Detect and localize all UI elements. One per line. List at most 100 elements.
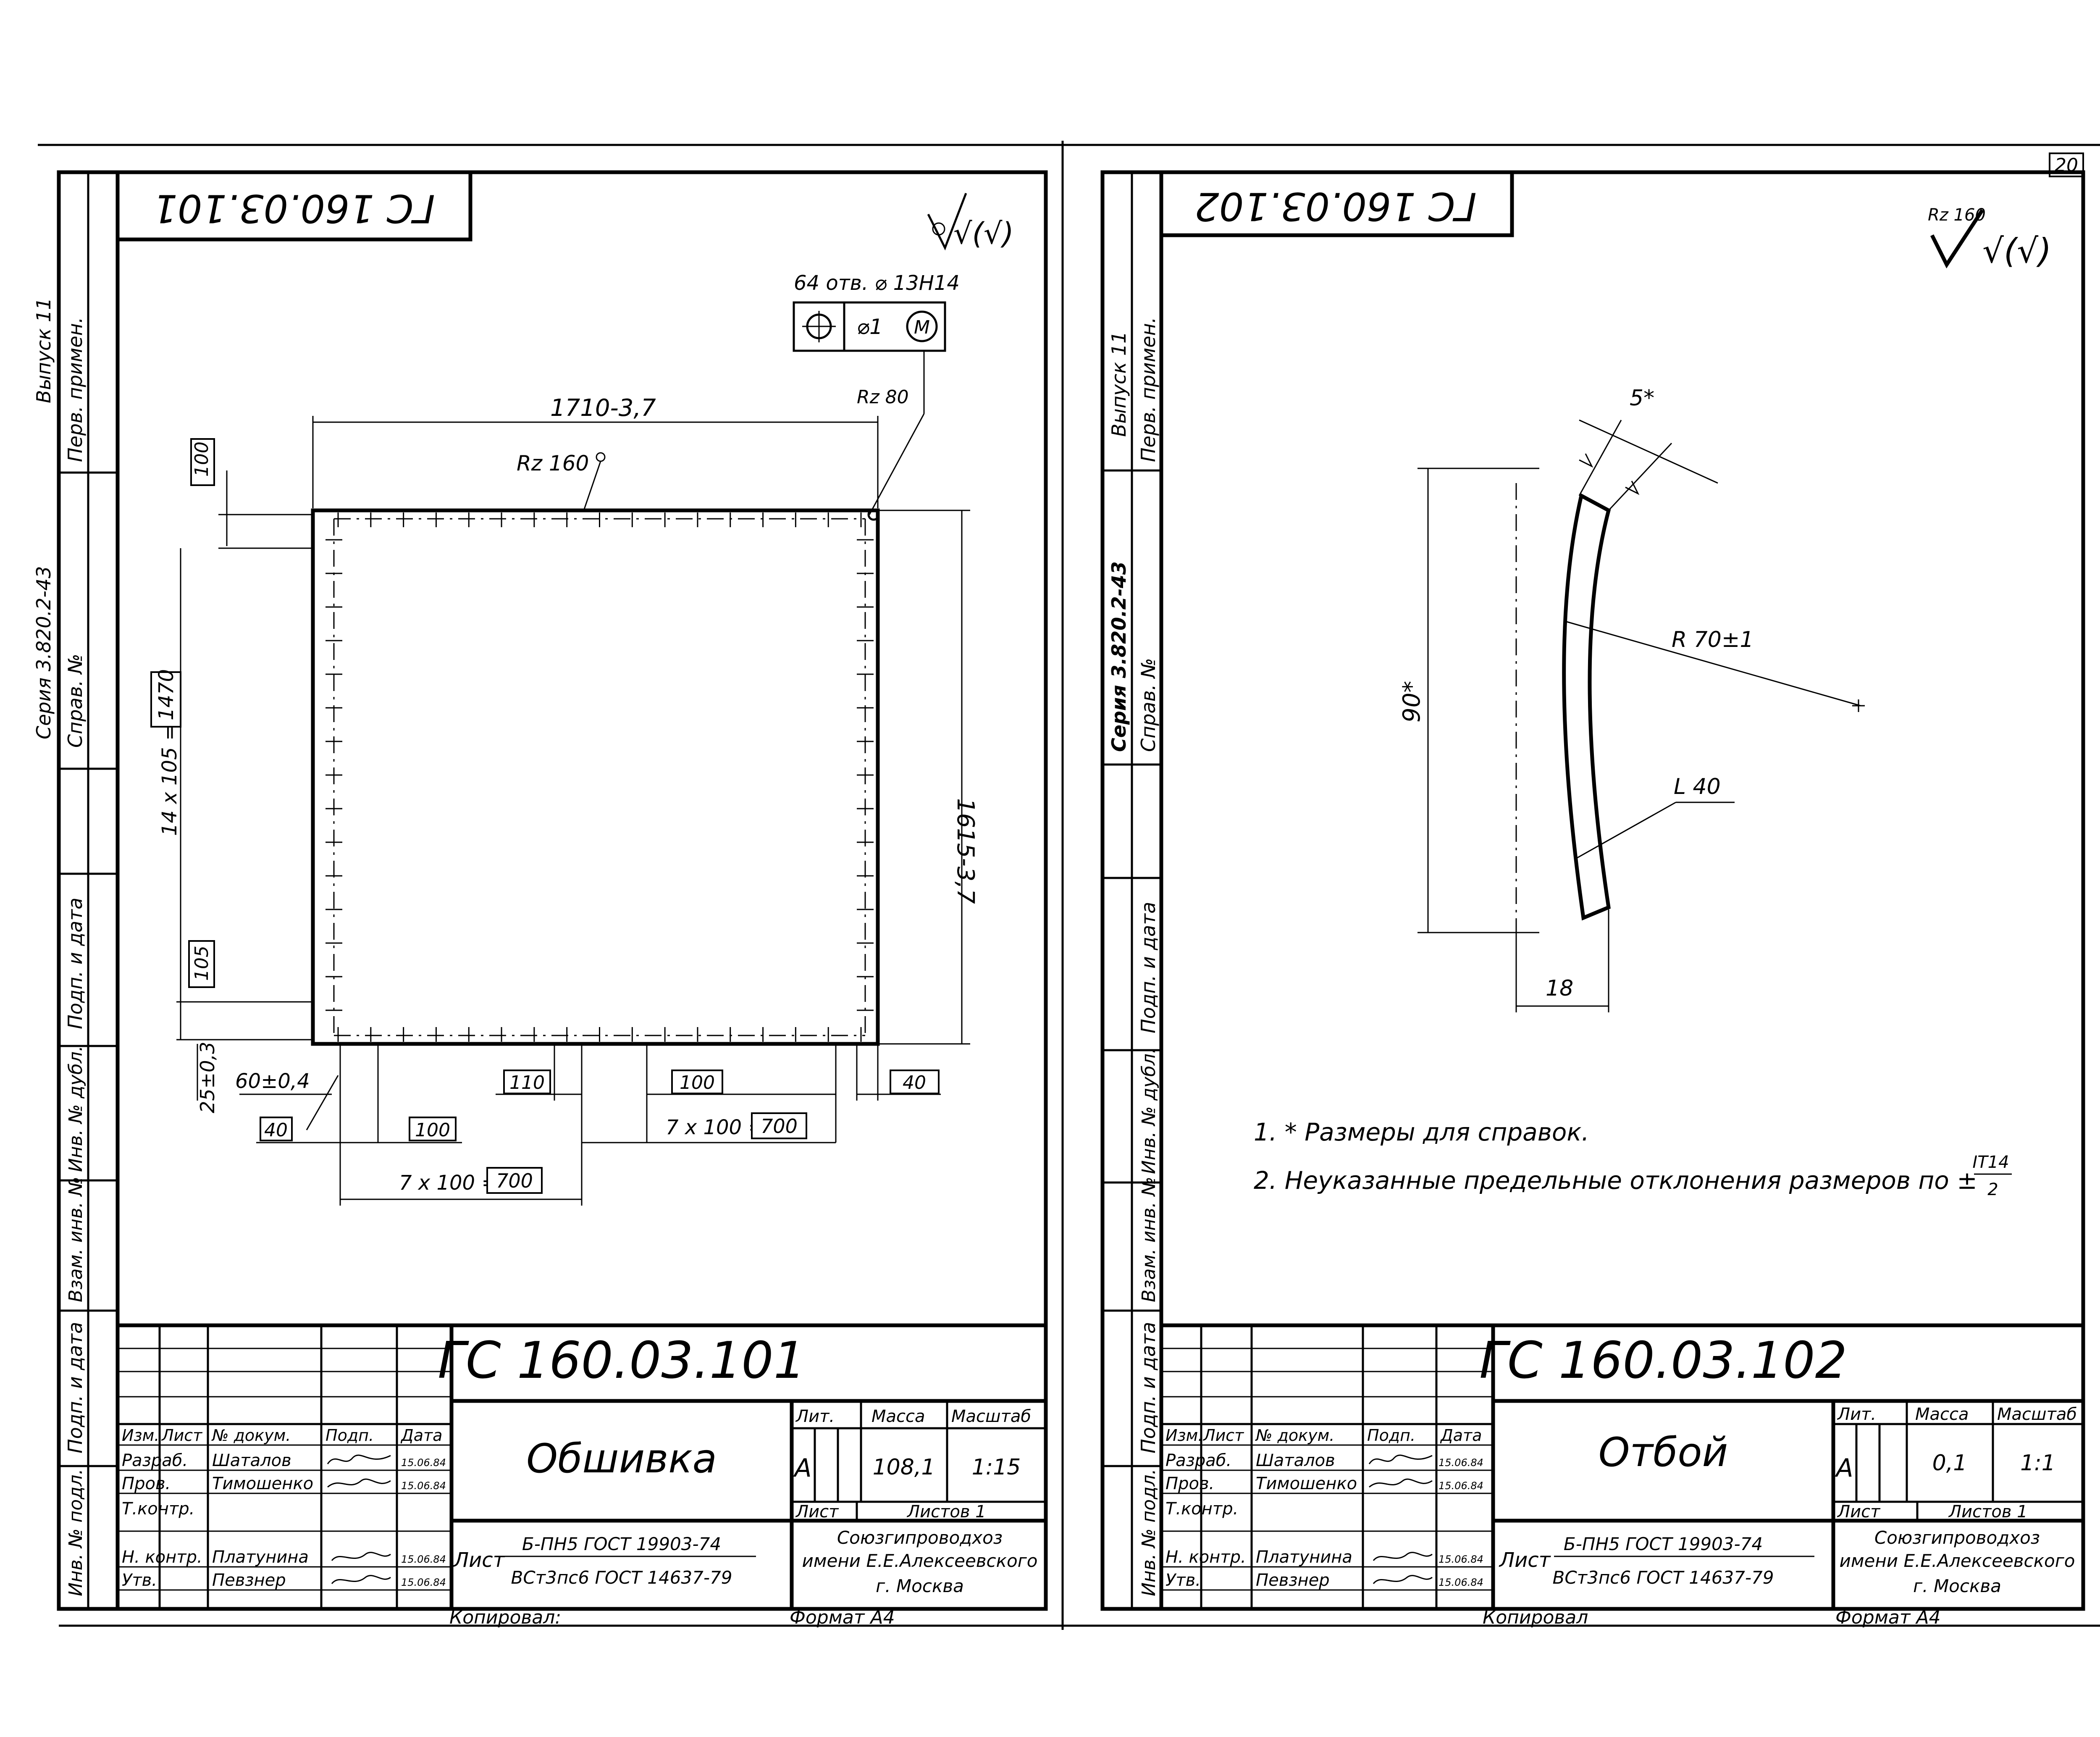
margin-label-replace-inv: Взам. инв. №: [65, 1177, 87, 1302]
tb-material-label: Лист: [1499, 1548, 1551, 1572]
tb-org-line: имени Е.Е.Алексеевского: [802, 1550, 1038, 1571]
edge-40-right-box: [890, 1070, 940, 1094]
tb-name: Шаталов: [1256, 1451, 1335, 1470]
tb-role: Утв.: [122, 1571, 157, 1590]
signature: [1373, 1552, 1433, 1561]
right-title: Отбой: [1599, 1430, 1728, 1476]
tb-material-bottom: ВСт3пс6 ГОСТ 14637-79: [511, 1567, 732, 1588]
tb-mass: 108,1: [873, 1455, 935, 1480]
tb-name: Шаталов: [212, 1451, 291, 1470]
horiz-total-left-box: [486, 1167, 543, 1194]
dim-bottom-first: 105: [191, 946, 213, 981]
rz80-label: Rz 80: [857, 386, 909, 408]
tb-head-date: Дата: [1440, 1426, 1482, 1445]
tolerance-value: ⌀1: [857, 315, 883, 339]
margin-label-sign-date-1: Подп. и дата: [1137, 902, 1160, 1033]
signature: [1369, 1478, 1433, 1488]
tb-date: 15.06.84: [401, 1553, 446, 1565]
signature: [327, 1478, 391, 1488]
left-code: ГС 160.03.101: [438, 1332, 806, 1390]
tb-head-sign: Подп.: [1367, 1426, 1415, 1445]
tb-name: Тимошенко: [212, 1474, 313, 1493]
right-frame: [1159, 170, 2085, 1611]
tb-scale: 1:1: [2020, 1451, 2055, 1476]
tb-date: 15.06.84: [1438, 1577, 1483, 1588]
tb-head-doc: № докум.: [211, 1426, 291, 1445]
tb-lit-label: Лит.: [1837, 1405, 1876, 1424]
left-code-rotated: ГС 160.03.101: [153, 186, 435, 231]
tb-name: Платунина: [1256, 1548, 1352, 1567]
horiz-total-right-box: [751, 1112, 807, 1139]
margin-label-issue: Выпуск 11: [1108, 331, 1130, 437]
left-copied: Копировал:: [449, 1607, 561, 1628]
right-sheet: Выпуск 11 Перв. примен. Серия 3.820.2-43…: [1100, 170, 2085, 1628]
right-copied: Копировал: [1483, 1607, 1588, 1628]
margin-label-orig-inv: Инв. № подл.: [1138, 1469, 1160, 1596]
tb-head-sheet: Лист: [161, 1426, 203, 1445]
right-code-box: [1159, 170, 1514, 237]
center-mark-icon: [1852, 699, 1865, 712]
tb-mass-label: Масса: [1915, 1405, 1969, 1424]
signature: [1368, 1454, 1433, 1464]
note-1: 1. * Размеры для справок.: [1254, 1118, 1589, 1146]
tb-head-date: Дата: [400, 1426, 442, 1445]
margin-label-ref: Справ. №: [1137, 658, 1160, 752]
tb-role: Т.контр.: [1166, 1499, 1238, 1519]
tb-date: 15.06.84: [401, 1480, 446, 1492]
tb-mass: 0,1: [1932, 1451, 1967, 1476]
tb-date: 15.06.84: [1438, 1553, 1483, 1565]
dim-edge-40-right: 40: [903, 1072, 926, 1093]
tb-sheet-label: Лист: [1837, 1502, 1881, 1522]
tb-org-line: имени Е.Е.Алексеевского: [1840, 1550, 2075, 1571]
hole-marks: [326, 512, 874, 1042]
dim-vertical-total: 1470: [155, 669, 178, 720]
tb-role: Н. контр.: [122, 1548, 202, 1567]
tb-lit-label: Лит.: [795, 1407, 835, 1426]
dim-angle: L 40: [1674, 774, 1721, 799]
dim-step-top: 100: [191, 441, 213, 477]
margin-label-first-use: Перв. примен.: [1137, 317, 1160, 462]
tb-role: Пров.: [122, 1474, 171, 1493]
tb-date: 15.06.84: [1438, 1480, 1483, 1492]
edge-40-left-box: [260, 1117, 293, 1141]
dim-chord: 90*: [1398, 681, 1425, 723]
dim-height: 1615-3,7: [952, 798, 979, 904]
note-2: 2. Неуказанные предельные отклонения раз…: [1254, 1166, 1977, 1195]
note-fraction-top: IT14: [1972, 1153, 2009, 1172]
tb-date: 15.06.84: [401, 1577, 446, 1588]
dim-horiz-total-left: 700: [496, 1169, 533, 1192]
left-sheet: Выпуск 11 Перв. примен. Серия 3.820.2-43…: [32, 170, 1048, 1628]
tb-head-sheet: Лист: [1202, 1426, 1244, 1445]
tb-scale: 1:15: [972, 1455, 1021, 1480]
tb-scale-label: Масштаб: [951, 1407, 1031, 1426]
right-format: Формат А4: [1835, 1607, 1941, 1628]
margin-label-orig-inv: Инв. № подл.: [65, 1469, 87, 1596]
tb-org-line: г. Москва: [1913, 1576, 2001, 1596]
signature: [1373, 1575, 1433, 1585]
dim-vertical-count: 14 x 105 =: [158, 724, 181, 836]
margin-label-first-use: Перв. примен.: [64, 317, 87, 462]
left-roughness-mark: √(√): [953, 216, 1014, 251]
tb-head-change: Изм.: [1166, 1426, 1203, 1445]
dim-offset-60: 60±0,4: [235, 1070, 310, 1093]
dim-horiz-total-right: 700: [761, 1115, 798, 1138]
tb-scale-label: Масштаб: [1997, 1405, 2077, 1424]
weld-mark-icon: [1625, 481, 1640, 495]
step-100-b-box: [671, 1070, 723, 1094]
dim-edge-40-left: 40: [264, 1119, 288, 1141]
dim-horiz-count-right: 7 x 100 =: [666, 1116, 765, 1139]
left-format: Формат А4: [790, 1607, 895, 1628]
left-title: Обшивка: [526, 1436, 717, 1482]
right-code-rotated: ГС 160.03.102: [1194, 184, 1477, 229]
right-title-block: Изм. Лист № докум. Подп. Дата Разраб. Ша…: [1161, 1323, 2083, 1609]
margin-label-ref: Справ. №: [64, 654, 87, 748]
plate-outline: [311, 508, 880, 1046]
dim-offset-25: 25±0,3: [196, 1042, 219, 1113]
left-code-box: [116, 170, 472, 242]
dim-step-100-a: 100: [415, 1119, 450, 1141]
tb-role: Разраб.: [122, 1451, 188, 1470]
rz160-label: Rz 160: [517, 451, 589, 476]
roughness-icon: [1930, 209, 1984, 269]
